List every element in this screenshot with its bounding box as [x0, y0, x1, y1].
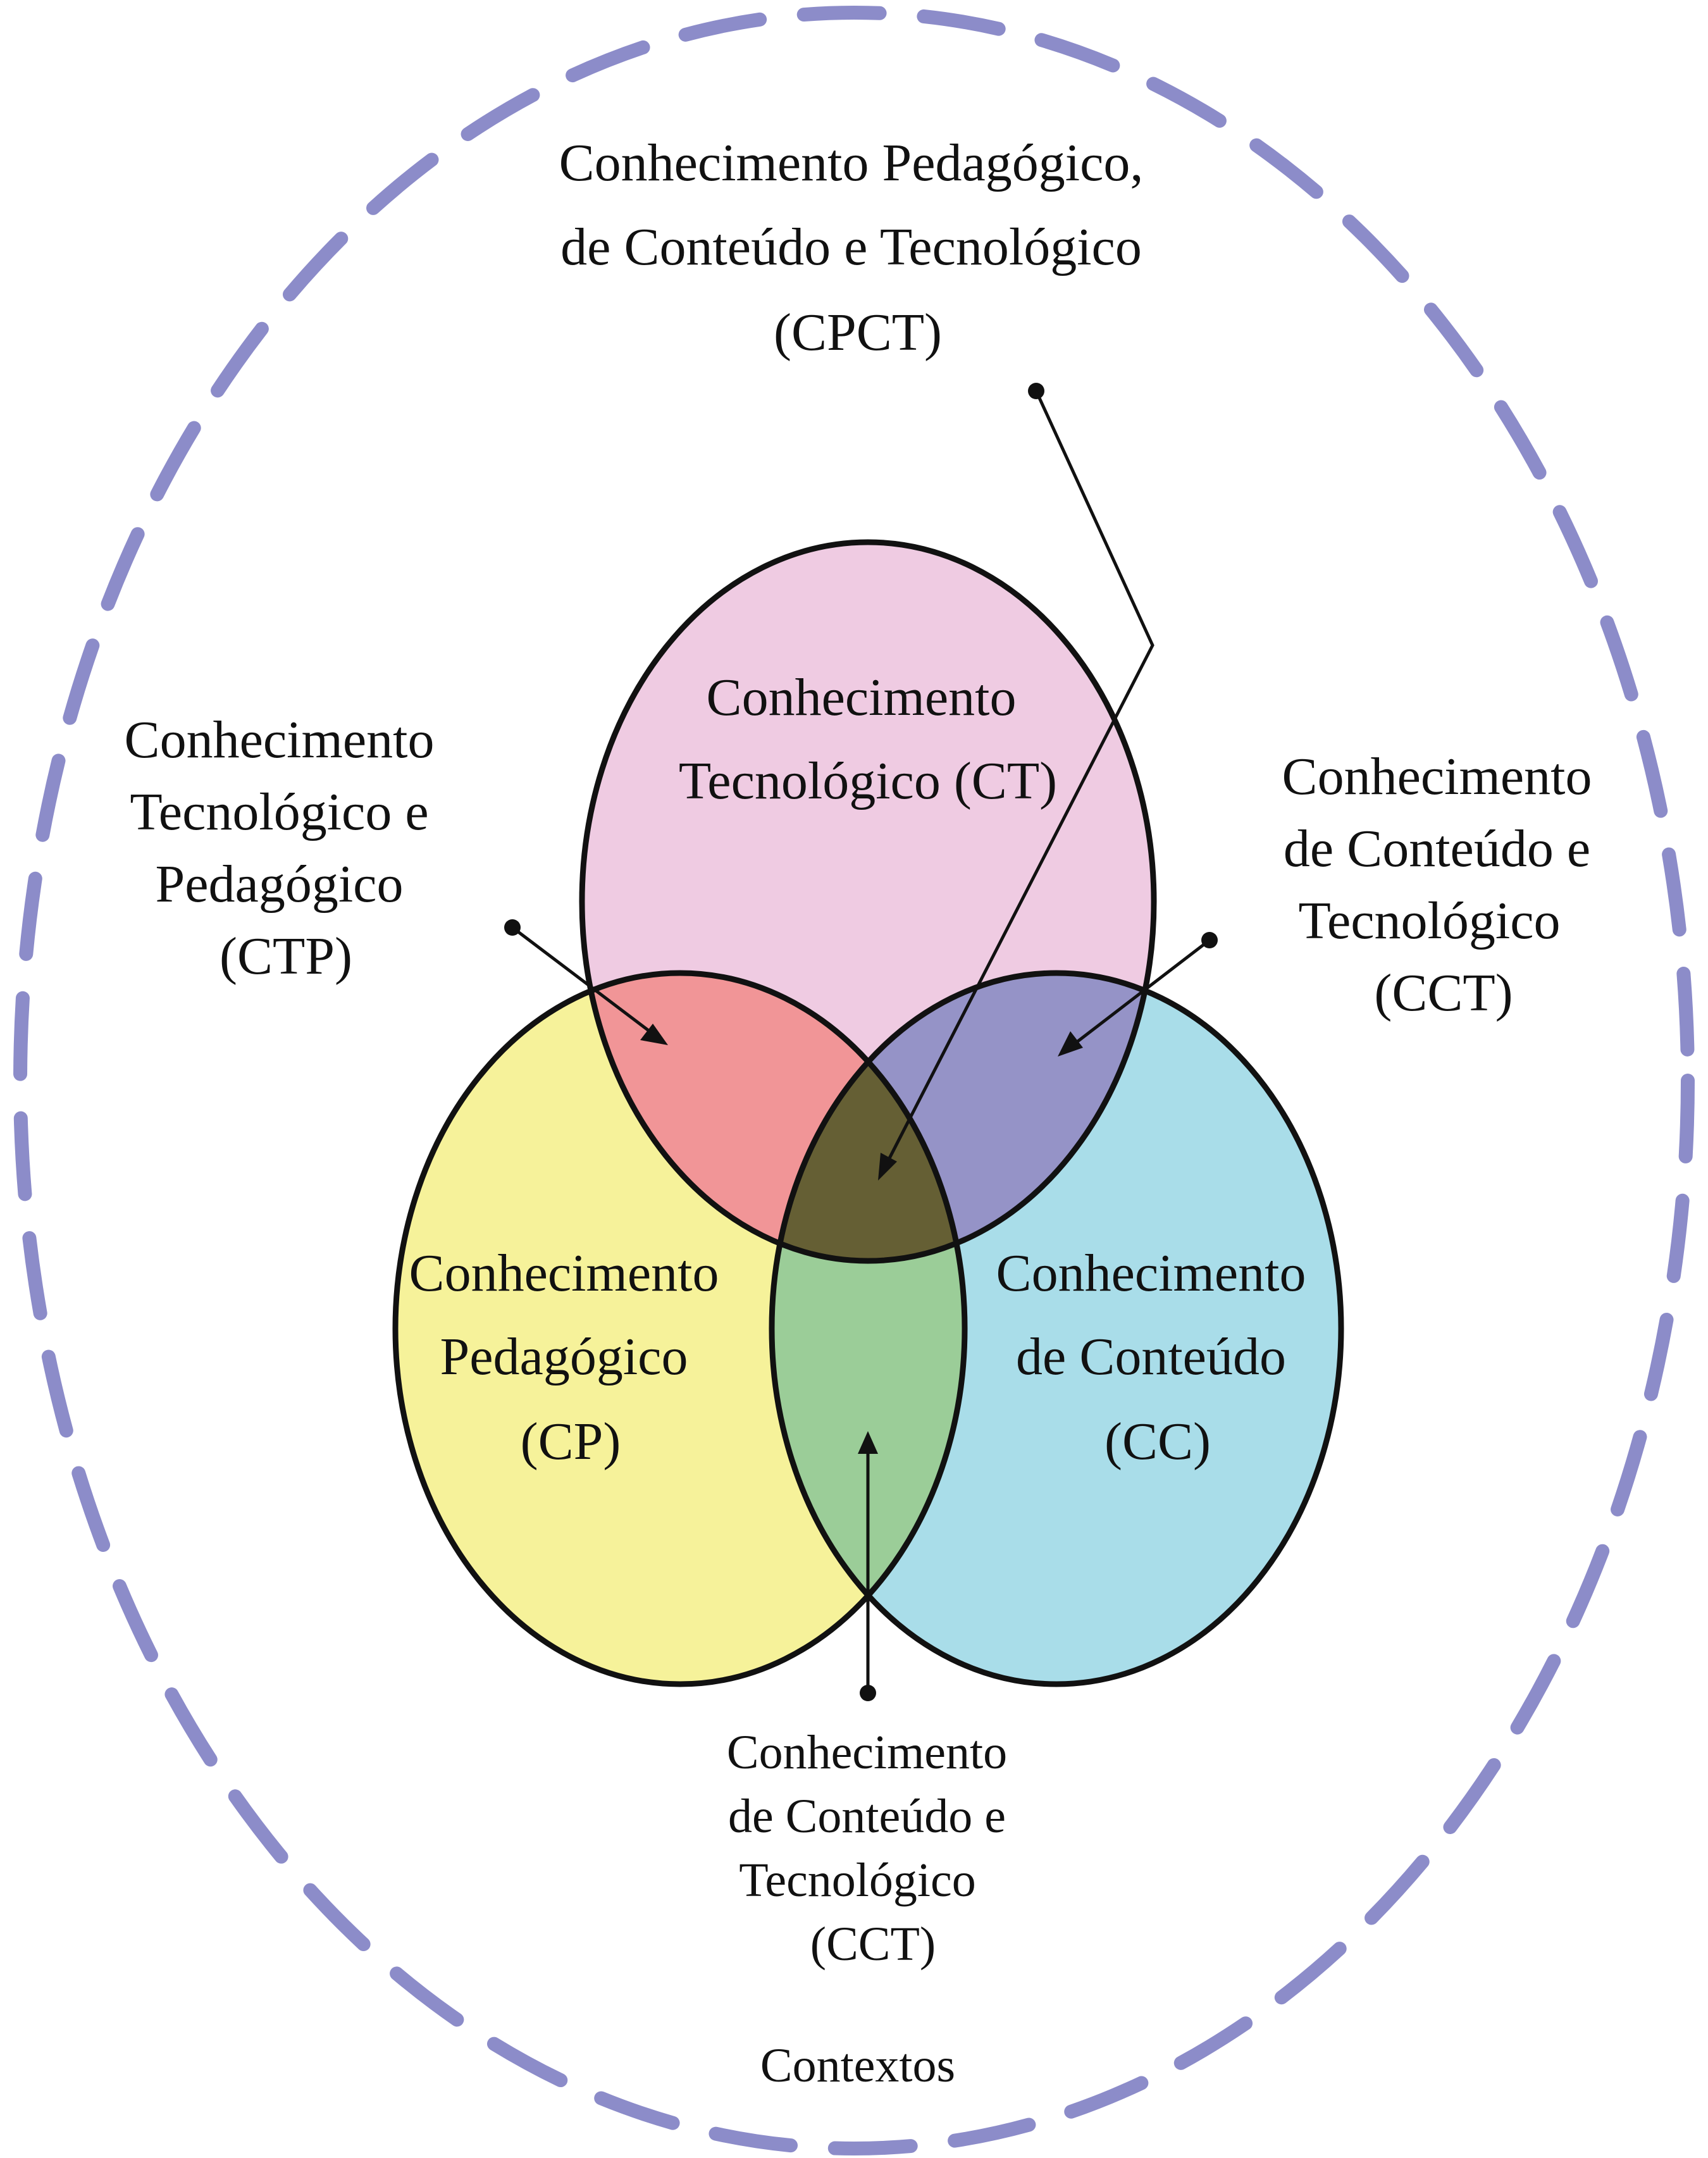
connector-cct-bottom	[858, 1431, 878, 1701]
label-cct-bottom: Conhecimento de Conteúdo e Tecnológico (…	[727, 1726, 1019, 1971]
circle-ct-outline	[579, 539, 1157, 1264]
connector-cpct	[878, 383, 1154, 1181]
label-cpct: Conhecimento Pedagógico, de Conteúdo e T…	[559, 133, 1157, 362]
arrow-head	[858, 1431, 878, 1454]
arrow-head	[640, 1024, 668, 1045]
label-ctp: Conhecimento Tecnológico e Pedagógico (C…	[125, 710, 448, 986]
circle-cc-outline	[769, 970, 1344, 1687]
arrow-head	[878, 1153, 897, 1181]
arrow-head	[1058, 1031, 1083, 1057]
context-boundary	[13, 6, 1695, 2155]
circle-cp-outline	[392, 970, 968, 1687]
label-cct-top: Conhecimento de Conteúdo e Tecnológico (…	[1282, 747, 1606, 1022]
label-cc: Conhecimento de Conteúdo (CC)	[996, 1244, 1320, 1471]
label-ct: Conhecimento Tecnológico (CT)	[679, 668, 1057, 810]
label-contextos: Contextos	[760, 2039, 955, 2092]
label-cp: Conhecimento Pedagógico (CP)	[409, 1244, 733, 1471]
connector-ctp	[504, 919, 668, 1045]
region-cpct	[772, 973, 965, 1261]
connector-cct-top	[1058, 932, 1218, 1057]
